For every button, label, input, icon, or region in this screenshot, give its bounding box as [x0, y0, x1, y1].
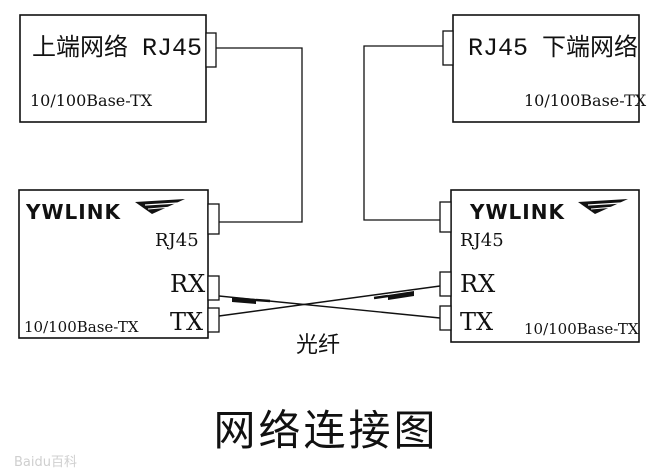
- downstream-rj45-port: [442, 30, 454, 66]
- right-converter-tx-label: TX: [460, 308, 493, 336]
- baidu-watermark: Baidu百科: [14, 455, 77, 470]
- upstream-device-speed: 10/100Base-TX: [30, 91, 153, 110]
- upstream-device-name: 上端网络: [32, 33, 128, 61]
- right-brand-swoosh-icon: [578, 199, 628, 214]
- right-converter-frame: [450, 189, 640, 343]
- left-converter-rj45-label: RJ45: [155, 230, 199, 251]
- right-converter-brand: YWLINK: [469, 200, 565, 224]
- left-converter-tx-port: [207, 307, 220, 333]
- upstream-device-frame: [19, 14, 207, 123]
- left-converter-tx-label: TX: [170, 308, 203, 336]
- fiber-optic-link: 光纤: [218, 285, 441, 358]
- upstream-rj45-port: [205, 32, 217, 68]
- right-converter-tx-port: [439, 305, 452, 331]
- diagram-title: 网络连接图: [213, 406, 438, 455]
- left-converter-rx-label: RX: [170, 270, 205, 298]
- left-brand-swoosh-icon: [135, 199, 185, 214]
- left-media-converter: YWLINK RJ45 RX TX 10/100Base-TX: [18, 189, 220, 339]
- downstream-device-speed: 10/100Base-TX: [524, 91, 647, 110]
- right-converter-rx-label: RX: [460, 270, 495, 298]
- left-converter-frame: [18, 189, 209, 339]
- left-converter-brand: YWLINK: [25, 200, 121, 224]
- right-converter-rx-port: [439, 271, 452, 297]
- downstream-device-name: 下端网络: [542, 33, 638, 61]
- fiber-line-left-tx-to-right-rx: [218, 285, 441, 317]
- right-converter-speed: 10/100Base-TX: [524, 320, 639, 338]
- left-converter-rx-port: [207, 275, 220, 301]
- downstream-device-frame: [452, 14, 640, 123]
- right-converter-rj45-label: RJ45: [460, 230, 504, 251]
- right-converter-rj45-port: [439, 201, 452, 233]
- upstream-device-port-label: RJ45: [142, 34, 202, 63]
- left-converter-rj45-port: [207, 203, 220, 235]
- downstream-device-port-label: RJ45: [468, 34, 528, 63]
- upstream-network-device: 上端网络 RJ45 10/100Base-TX: [19, 14, 217, 123]
- right-media-converter: YWLINK RJ45 RX TX 10/100Base-TX: [439, 189, 640, 343]
- right-fiber-connector-icon: [373, 291, 414, 300]
- left-fiber-connector-icon: [232, 297, 271, 304]
- left-converter-speed: 10/100Base-TX: [24, 318, 139, 336]
- left-rj45-cable: [216, 47, 303, 223]
- right-rj45-cable: [363, 45, 443, 221]
- fiber-label: 光纤: [296, 333, 340, 358]
- downstream-network-device: RJ45 下端网络 10/100Base-TX: [442, 14, 647, 123]
